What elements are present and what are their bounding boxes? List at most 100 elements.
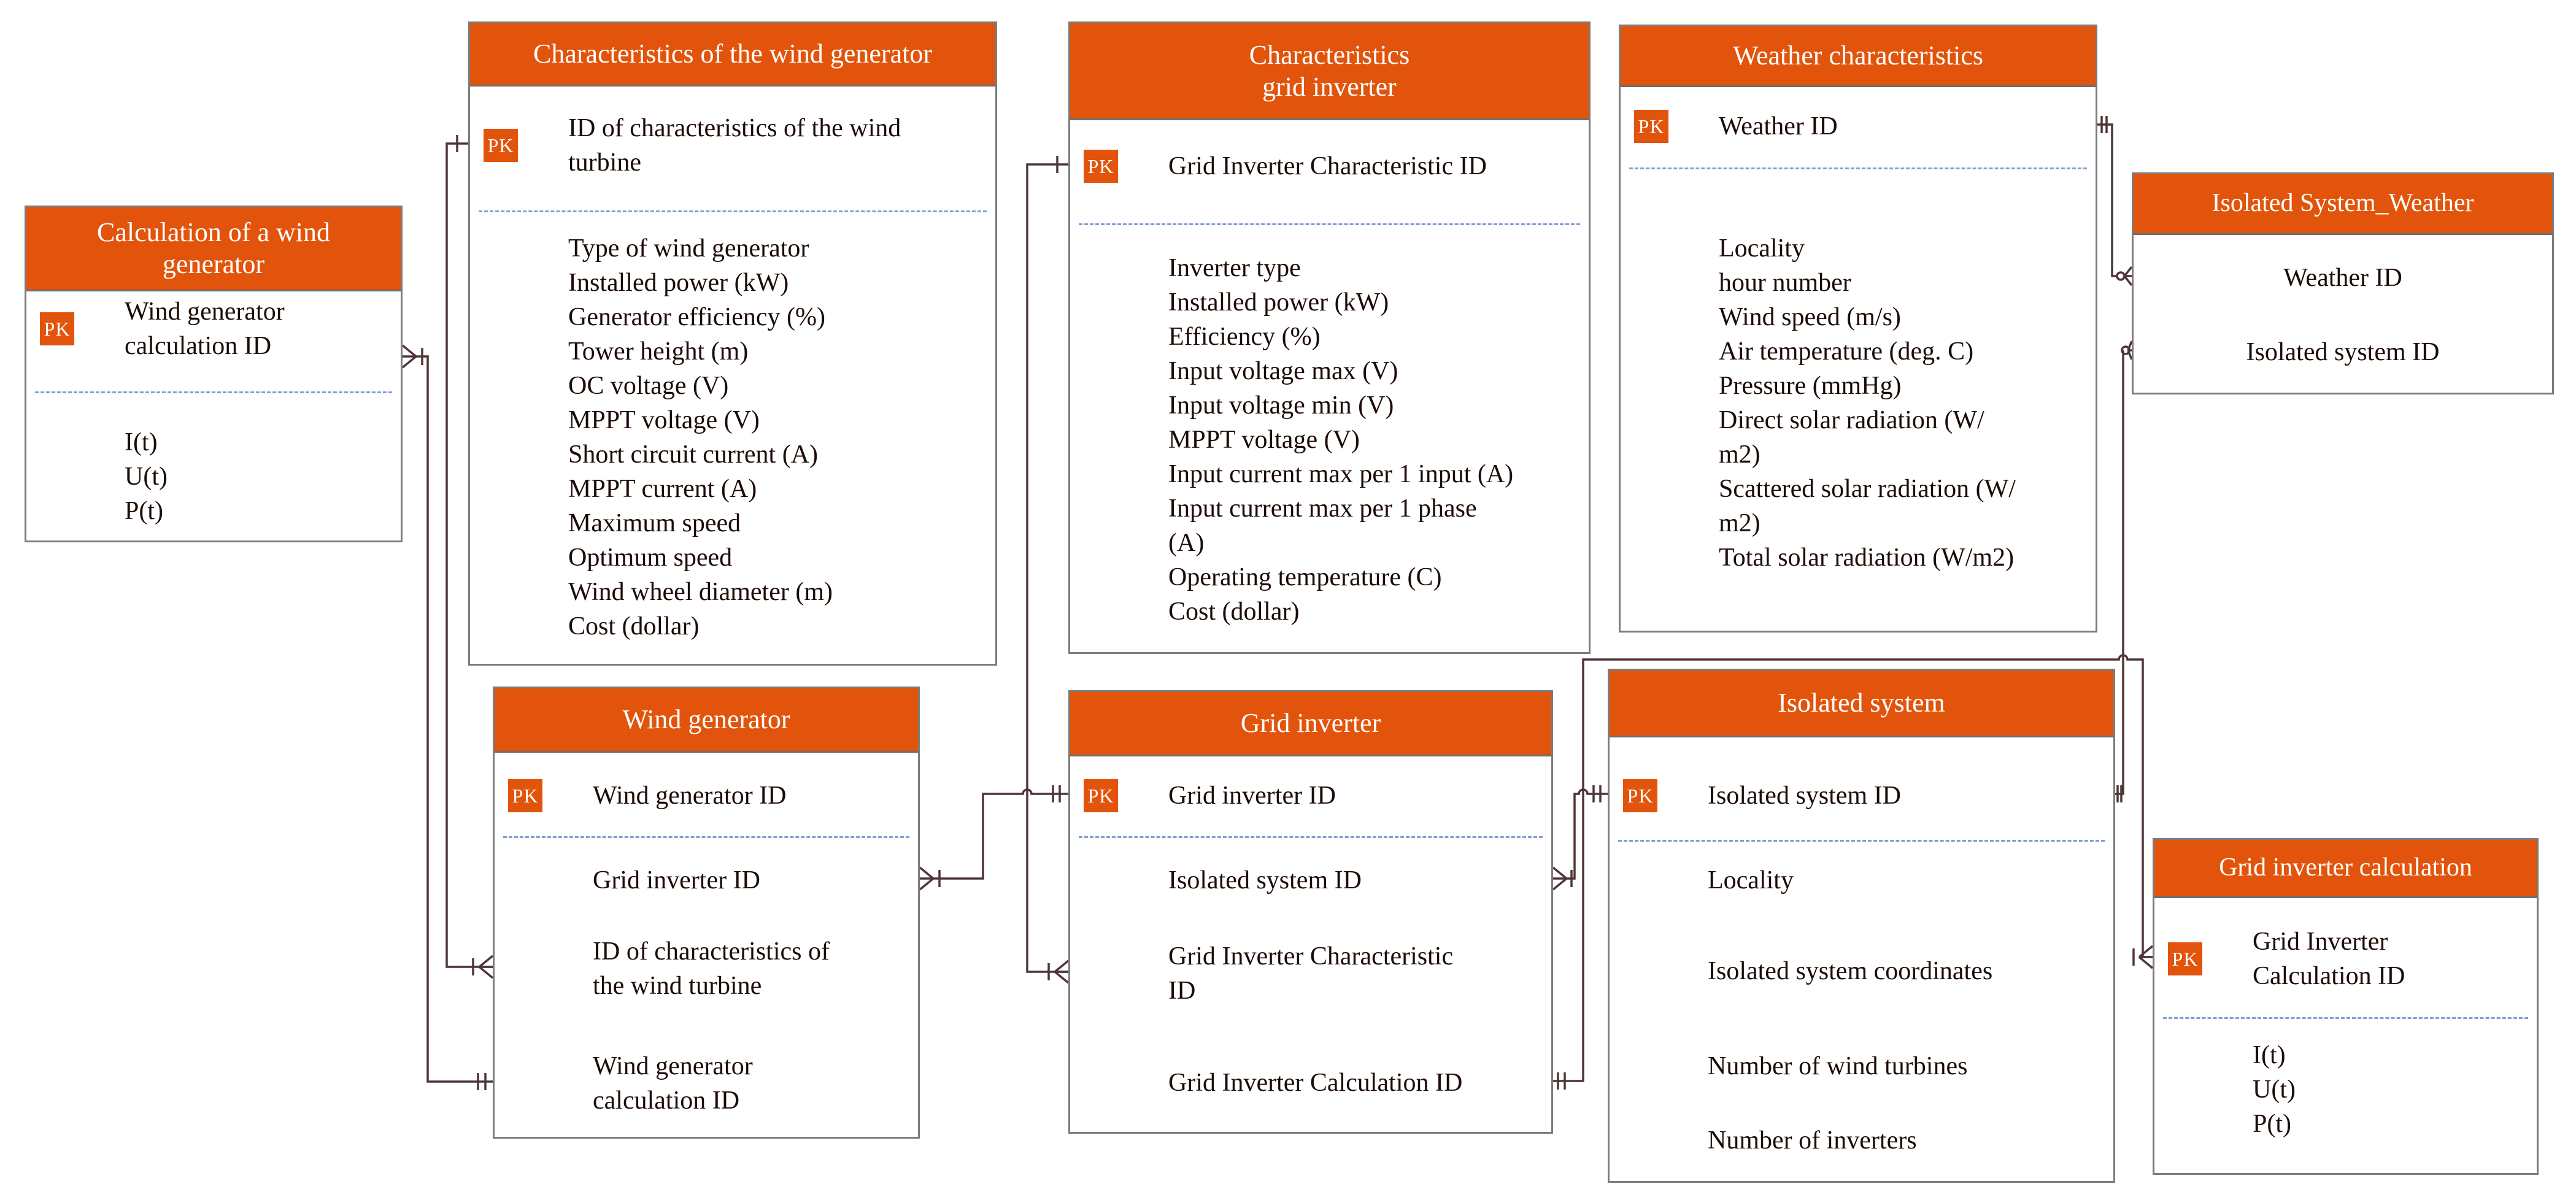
attribute: Air temperature (deg. C) [1719, 337, 1974, 366]
attribute: Inverter type [1168, 254, 1301, 282]
connector-wind-generator-to-grid-inverter [919, 785, 1068, 891]
primary-key-badge: PK [484, 129, 518, 162]
attribute-list: Locality hour number Wind speed (m/s) Ai… [1719, 231, 2084, 575]
pk-field: ID of characteristics of the wind turbin… [568, 114, 901, 177]
field: Isolated system ID [2246, 338, 2440, 366]
attribute: Input voltage min (V) [1168, 391, 1394, 420]
attribute: Grid Inverter Calculation ID [1168, 1069, 1463, 1097]
attribute: Generator efficiency (%) [568, 303, 825, 331]
attribute: U(t) [2253, 1075, 2296, 1104]
attribute: Operating temperature (C) [1168, 563, 1442, 591]
attribute: Efficiency (%) [1168, 323, 1321, 351]
attribute: P(t) [2253, 1110, 2291, 1138]
table-isolated-system-weather: Isolated System_Weather Weather ID Isola… [2132, 172, 2554, 394]
pk-field: Grid Inverter Calculation ID [2253, 928, 2405, 990]
table-wind-generator: Wind generator PK Wind generator ID Grid… [493, 687, 920, 1139]
pk-field: Weather ID [1719, 112, 1838, 140]
pk-field: Grid Inverter Characteristic ID [1168, 152, 1487, 180]
attribute: Input voltage max (V) [1168, 357, 1398, 385]
attribute: Number of inverters [1708, 1126, 1917, 1155]
attribute-list: Type of wind generator Installed power (… [568, 231, 984, 644]
attribute: MPPT voltage (V) [1168, 426, 1360, 454]
table-title: Characteristics of the wind generator [470, 23, 995, 87]
pk-field: Grid inverter ID [1168, 782, 1336, 810]
attribute: MPPT voltage (V) [568, 406, 760, 434]
table-title: Grid inverter [1070, 692, 1551, 756]
attribute: Wind wheel diameter (m) [568, 578, 833, 606]
separator [1618, 840, 2105, 842]
attribute: Direct solar radiation (W/ m2) [1719, 406, 1984, 469]
connector-characteristics-inverter-to-grid-inverter [1026, 156, 1070, 984]
separator [2163, 1017, 2528, 1019]
table-title: Wind generator [495, 688, 918, 753]
separator [1079, 223, 1580, 225]
attribute: Maximum speed [568, 509, 741, 537]
primary-key-badge: PK [508, 779, 542, 812]
table-weather-characteristics: Weather characteristics PK Weather ID Lo… [1619, 25, 2097, 633]
table-isolated-system: Isolated system PK Isolated system ID Lo… [1608, 669, 2115, 1183]
table-grid-inverter: Grid inverter PK Grid inverter ID Isolat… [1068, 690, 1553, 1134]
table-title: Grid inverter calculation [2154, 840, 2537, 898]
attribute-list: I(t) U(t) P(t) [2253, 1038, 2526, 1141]
primary-key-badge: PK [2168, 942, 2202, 975]
attribute: Isolated system coordinates [1708, 957, 1993, 985]
connector-grid-inverter-to-isolated-system [1552, 785, 1608, 891]
pk-field: Wind generator ID [593, 782, 787, 810]
attribute: Short circuit current (A) [568, 440, 819, 469]
separator [35, 391, 392, 393]
primary-key-badge: PK [1634, 110, 1668, 143]
attribute: P(t) [125, 497, 163, 525]
attribute: Wind speed (m/s) [1719, 303, 1901, 331]
attribute: Total solar radiation (W/m2) [1719, 544, 2015, 572]
attribute: Input current max per 1 phase (A) [1168, 494, 1477, 557]
attribute: Wind generator calculation ID [593, 1052, 753, 1115]
table-calculation-of-a-wind-generator: Calculation of a wind generator PK Wind … [25, 206, 403, 542]
table-title: Calculation of a wind generator [26, 207, 401, 291]
attribute: Grid Inverter Characteristic ID [1168, 942, 1454, 1005]
attribute: Locality [1708, 866, 1794, 894]
attribute: MPPT current (A) [568, 475, 757, 503]
primary-key-badge: PK [1084, 150, 1118, 183]
attribute: hour number [1719, 269, 1851, 297]
connector-isolated-system-to-junction [2115, 340, 2133, 802]
attribute: Grid inverter ID [593, 866, 760, 894]
attribute: Optimum speed [568, 544, 733, 572]
connector-weather-to-junction [2097, 116, 2133, 287]
separator [1629, 167, 2087, 169]
separator [503, 836, 909, 838]
table-characteristics-grid-inverter: Characteristics grid inverter PK Grid In… [1068, 21, 1591, 654]
attribute: ID of characteristics of the wind turbin… [593, 937, 830, 1000]
attribute: Type of wind generator [568, 234, 809, 263]
attribute: Tower height (m) [568, 337, 749, 366]
attribute: Locality [1719, 234, 1805, 263]
attribute: OC voltage (V) [568, 372, 729, 400]
attribute: Isolated system ID [1168, 866, 1362, 894]
field: Weather ID [2283, 264, 2402, 292]
table-characteristics-of-the-wind-generator: Characteristics of the wind generator PK… [468, 21, 997, 666]
attribute: Cost (dollar) [1168, 598, 1300, 626]
table-title: Isolated system [1610, 671, 2113, 737]
primary-key-badge: PK [1623, 779, 1657, 812]
table-title: Weather characteristics [1621, 26, 2096, 87]
separator [479, 210, 987, 212]
separator [1079, 836, 1543, 838]
pk-field: Wind generator calculation ID [125, 298, 285, 360]
attribute: U(t) [125, 463, 168, 491]
attribute: Cost (dollar) [568, 612, 700, 640]
attribute: I(t) [2253, 1041, 2286, 1069]
attribute: Pressure (mmHg) [1719, 372, 1902, 400]
attribute: Installed power (kW) [568, 269, 789, 297]
attribute: Installed power (kW) [1168, 288, 1389, 317]
attribute-list: I(t) U(t) P(t) [125, 425, 390, 528]
attribute: I(t) [125, 428, 158, 456]
pk-field: Isolated system ID [1708, 782, 1901, 810]
primary-key-badge: PK [40, 312, 74, 345]
table-title: Isolated System_Weather [2134, 174, 2552, 235]
table-title: Characteristics grid inverter [1070, 23, 1589, 120]
attribute: Number of wind turbines [1708, 1052, 1968, 1080]
table-grid-inverter-calculation: Grid inverter calculation PK Grid Invert… [2153, 838, 2539, 1175]
primary-key-badge: PK [1084, 779, 1118, 812]
attribute: Scattered solar radiation (W/ m2) [1719, 475, 2016, 537]
attribute: Input current max per 1 input (A) [1168, 460, 1514, 488]
